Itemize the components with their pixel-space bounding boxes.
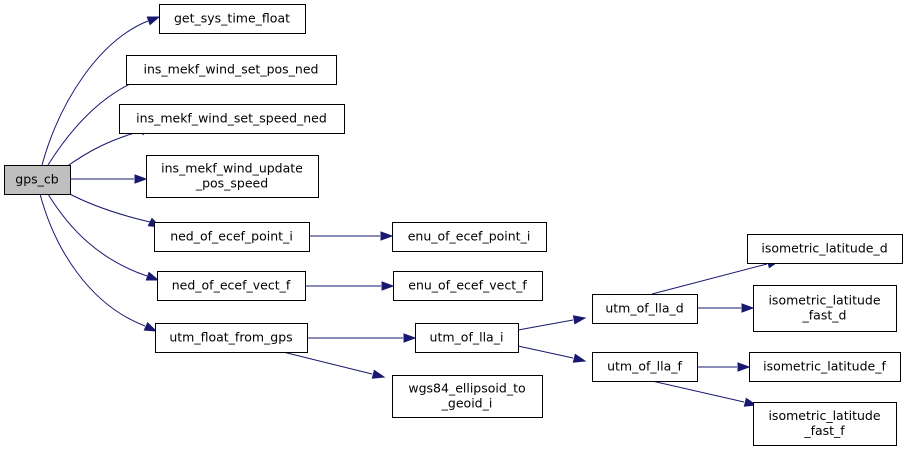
edge-arrowhead xyxy=(380,231,394,241)
node-label: isometric_latitude xyxy=(768,293,880,308)
node-label: ned_of_ecef_point_i xyxy=(170,229,293,244)
edge-line xyxy=(41,20,149,166)
edge-arrowhead xyxy=(145,271,160,281)
edge-gps_cb-to-ned_of_ecef_point_i xyxy=(65,191,162,228)
node-gps_cb[interactable]: gps_cb xyxy=(4,165,71,195)
edge-utm_of_lla_i-to-utm_of_lla_f xyxy=(517,345,587,363)
node-box[interactable] xyxy=(592,294,698,324)
edge-line xyxy=(47,193,148,277)
node-box[interactable] xyxy=(753,402,897,446)
node-label: _pos_speed xyxy=(195,176,268,191)
node-label: ins_mekf_wind_set_speed_ned xyxy=(136,111,327,126)
edge-gps_cb-to-get_sys_time_float xyxy=(41,16,161,166)
node-label: utm_float_from_gps xyxy=(169,330,292,345)
node-isometric_latitude_fast_d[interactable]: isometric_latitude_fast_d xyxy=(753,285,897,332)
node-box[interactable] xyxy=(146,155,319,198)
node-box[interactable] xyxy=(392,375,543,418)
edge-utm_of_lla_i-to-utm_of_lla_d xyxy=(517,315,587,331)
edge-ned_of_ecef_point_i-to-enu_of_ecef_point_i xyxy=(309,231,394,241)
edge-gps_cb-to-ins_mekf_wind_update_pos_speed xyxy=(70,174,148,184)
edge-line xyxy=(65,130,142,168)
node-label: utm_of_lla_d xyxy=(605,301,683,316)
node-ins_mekf_wind_update_pos_speed[interactable]: ins_mekf_wind_update_pos_speed xyxy=(146,155,319,198)
node-label: get_sys_time_float xyxy=(174,11,290,26)
node-wgs84_ellipsoid_to_geoid_i[interactable]: wgs84_ellipsoid_to_geoid_i xyxy=(392,375,543,418)
node-label: enu_of_ecef_point_i xyxy=(408,229,531,244)
node-label: isometric_latitude_d xyxy=(761,241,887,256)
edge-utm_float_from_gps-to-utm_of_lla_i xyxy=(307,333,417,343)
edge-utm_of_lla_f-to-isometric_latitude_f xyxy=(697,362,751,372)
node-utm_float_from_gps[interactable]: utm_float_from_gps xyxy=(155,323,308,353)
node-label: utm_of_lla_i xyxy=(430,330,504,345)
edge-gps_cb-to-utm_float_from_gps xyxy=(39,193,158,332)
node-box[interactable] xyxy=(126,55,337,85)
node-enu_of_ecef_point_i[interactable]: enu_of_ecef_point_i xyxy=(392,222,547,252)
node-label: wgs84_ellipsoid_to xyxy=(408,381,525,396)
node-isometric_latitude_fast_f[interactable]: isometric_latitude_fast_f xyxy=(753,402,897,446)
edge-line xyxy=(651,380,745,403)
node-label: _geoid_i xyxy=(441,396,493,411)
edge-utm_of_lla_d-to-isometric_latitude_fast_d xyxy=(697,303,755,313)
node-ned_of_ecef_point_i[interactable]: ned_of_ecef_point_i xyxy=(154,222,310,252)
node-isometric_latitude_f[interactable]: isometric_latitude_f xyxy=(749,352,901,382)
edge-line xyxy=(39,193,146,327)
node-box[interactable] xyxy=(747,234,903,264)
node-isometric_latitude_d[interactable]: isometric_latitude_d xyxy=(747,234,903,264)
edge-line xyxy=(65,191,151,223)
edge-arrowhead xyxy=(371,369,386,379)
node-label: ins_mekf_wind_set_pos_ned xyxy=(144,62,319,77)
edge-line xyxy=(651,263,768,295)
node-box[interactable] xyxy=(392,222,547,252)
edge-utm_of_lla_f-to-isometric_latitude_fast_f xyxy=(651,380,758,407)
node-label: isometric_latitude xyxy=(768,408,880,423)
node-label: gps_cb xyxy=(15,172,59,187)
nodes-layer: gps_cb get_sys_time_float ins_mekf_wind_se… xyxy=(4,4,903,446)
edge-arrowhead xyxy=(403,333,417,343)
node-label: _fast_d xyxy=(802,308,847,323)
node-box[interactable] xyxy=(154,222,310,252)
node-label: ins_mekf_wind_update xyxy=(161,161,303,176)
node-label: ned_of_ecef_vect_f xyxy=(172,278,291,293)
edge-gps_cb-to-ned_of_ecef_vect_f xyxy=(47,193,160,281)
node-label: utm_of_lla_f xyxy=(607,359,682,374)
node-utm_of_lla_f[interactable]: utm_of_lla_f xyxy=(592,352,698,382)
edge-ned_of_ecef_vect_f-to-enu_of_ecef_vect_f xyxy=(305,281,395,291)
edge-arrowhead xyxy=(143,321,158,332)
edge-line xyxy=(47,78,142,166)
edge-line xyxy=(517,319,574,331)
node-box[interactable] xyxy=(415,323,519,353)
node-box[interactable] xyxy=(157,271,306,301)
edge-arrowhead xyxy=(146,16,161,26)
node-label: enu_of_ecef_vect_f xyxy=(408,278,527,293)
node-box[interactable] xyxy=(592,352,698,382)
edge-arrowhead xyxy=(741,303,755,313)
node-ins_mekf_wind_set_pos_ned[interactable]: ins_mekf_wind_set_pos_ned xyxy=(126,55,337,85)
edge-utm_float_from_gps-to-wgs84_ellipsoid_to_geoid_i xyxy=(282,351,386,379)
edge-arrowhead xyxy=(572,353,587,363)
edge-line xyxy=(282,351,373,375)
edge-arrowhead xyxy=(737,362,751,372)
node-box[interactable] xyxy=(393,271,543,301)
edge-arrowhead xyxy=(134,174,148,184)
node-box[interactable] xyxy=(159,4,306,34)
node-box[interactable] xyxy=(4,165,71,195)
edge-line xyxy=(517,345,574,359)
node-label: _fast_f xyxy=(803,423,845,438)
edge-arrowhead xyxy=(381,281,395,291)
node-utm_of_lla_d[interactable]: utm_of_lla_d xyxy=(592,294,698,324)
node-utm_of_lla_i[interactable]: utm_of_lla_i xyxy=(415,323,519,353)
node-label: isometric_latitude_f xyxy=(763,359,886,374)
node-box[interactable] xyxy=(155,323,308,353)
edge-arrowhead xyxy=(572,315,587,325)
node-ned_of_ecef_vect_f[interactable]: ned_of_ecef_vect_f xyxy=(157,271,306,301)
node-enu_of_ecef_vect_f[interactable]: enu_of_ecef_vect_f xyxy=(393,271,543,301)
node-box[interactable] xyxy=(119,104,345,134)
node-ins_mekf_wind_set_speed_ned[interactable]: ins_mekf_wind_set_speed_ned xyxy=(119,104,345,134)
node-box[interactable] xyxy=(753,285,897,332)
node-get_sys_time_float[interactable]: get_sys_time_float xyxy=(159,4,306,34)
node-box[interactable] xyxy=(749,352,901,382)
